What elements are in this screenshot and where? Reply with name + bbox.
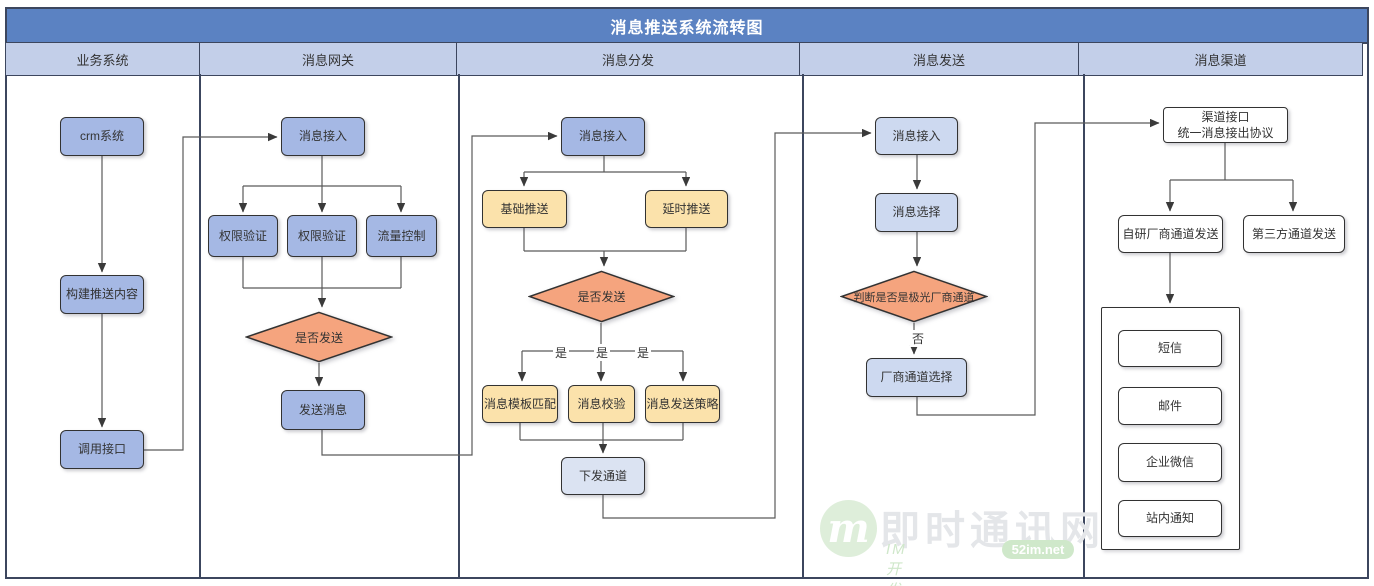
lane-header-message-gateway[interactable]: 消息网关 xyxy=(198,42,458,76)
node-distribution-message-access[interactable]: 消息接入 xyxy=(561,117,645,156)
node-dispatch-channel[interactable]: 下发通道 xyxy=(561,457,645,495)
node-label: 站内通知 xyxy=(1145,511,1194,526)
node-message-select[interactable]: 消息选择 xyxy=(875,193,958,232)
node-flow-control[interactable]: 流量控制 xyxy=(366,215,437,257)
node-label: 权限验证 xyxy=(297,228,346,243)
node-label: 消息接入 xyxy=(298,129,347,144)
node-label: 是否发送 xyxy=(577,290,626,304)
watermark-logo-icon: m xyxy=(820,500,877,557)
node-label: 判断是否是极光厂商通道 xyxy=(853,291,975,304)
node-label: 渠道接口 xyxy=(1201,109,1250,124)
edge-label-yes: 是 xyxy=(553,344,570,361)
node-label: 基础推送 xyxy=(500,201,549,216)
node-label: 自研厂商通道发送 xyxy=(1122,226,1219,241)
node-label: 构建推送内容 xyxy=(65,287,138,302)
node-permission-check-1[interactable]: 权限验证 xyxy=(208,215,278,257)
node-build-push-content[interactable]: 构建推送内容 xyxy=(60,275,144,314)
node-label: 消息校验 xyxy=(577,396,626,411)
node-sending-message-access[interactable]: 消息接入 xyxy=(875,117,958,155)
lane-header-message-sending[interactable]: 消息发送 xyxy=(798,42,1080,76)
node-label: 消息模板匹配 xyxy=(483,396,556,411)
node-label: 是否发送 xyxy=(294,330,343,345)
node-label: 邮件 xyxy=(1157,398,1182,413)
lane-divider xyxy=(1083,74,1085,579)
node-delayed-push[interactable]: 延时推送 xyxy=(645,190,728,228)
node-vendor-channel-select[interactable]: 厂商通道选择 xyxy=(866,358,967,397)
lane-header-message-channel[interactable]: 消息渠道 xyxy=(1078,42,1363,76)
node-label: 延时推送 xyxy=(662,201,711,216)
node-label: 第三方通道发送 xyxy=(1251,226,1336,241)
node-channel-api[interactable]: 渠道接口 统一消息接出协议 xyxy=(1163,107,1288,143)
node-label: 统一消息接出协议 xyxy=(1177,126,1274,140)
lane-divider xyxy=(458,74,460,579)
node-label: crm系统 xyxy=(80,129,124,144)
edge-label-no: 否 xyxy=(910,330,927,347)
watermark-badge: 52im.net xyxy=(1002,540,1074,559)
node-crm-system[interactable]: crm系统 xyxy=(60,117,144,156)
node-label: 发送消息 xyxy=(298,402,347,417)
node-send-message[interactable]: 发送消息 xyxy=(281,390,365,430)
node-email[interactable]: 邮件 xyxy=(1118,387,1222,425)
node-message-check[interactable]: 消息校验 xyxy=(568,385,635,423)
lane-divider xyxy=(199,74,201,579)
edge-label-yes: 是 xyxy=(635,344,652,361)
lane-divider xyxy=(802,74,804,579)
lane-header-row: 业务系统 消息网关 消息分发 消息发送 消息渠道 xyxy=(5,42,1369,76)
node-self-vendor-channel-send[interactable]: 自研厂商通道发送 xyxy=(1118,215,1223,253)
node-basic-push[interactable]: 基础推送 xyxy=(482,190,567,228)
lane-header-business-system[interactable]: 业务系统 xyxy=(5,42,200,76)
node-label: 下发通道 xyxy=(578,468,627,483)
node-call-api[interactable]: 调用接口 xyxy=(60,430,144,469)
node-site-notice[interactable]: 站内通知 xyxy=(1118,500,1222,537)
decision-distribution-send[interactable]: 是否发送 xyxy=(528,270,675,323)
node-label: 权限验证 xyxy=(218,228,267,243)
watermark-subtitle: IM开发者社区 xyxy=(886,541,907,586)
node-label: 厂商通道选择 xyxy=(880,370,953,385)
edge-label-yes: 是 xyxy=(594,344,611,361)
decision-jiguang-vendor-channel[interactable]: 判断是否是极光厂商通道 xyxy=(840,270,988,323)
node-label: 消息发送策略 xyxy=(646,396,719,411)
node-label: 消息选择 xyxy=(892,205,941,220)
node-wecom[interactable]: 企业微信 xyxy=(1118,443,1222,482)
node-label: 调用接口 xyxy=(77,442,126,457)
node-label: 消息接入 xyxy=(578,129,627,144)
node-send-strategy[interactable]: 消息发送策略 xyxy=(645,385,720,423)
node-label: 流量控制 xyxy=(377,228,426,243)
node-template-match[interactable]: 消息模板匹配 xyxy=(482,385,558,423)
node-label: 消息接入 xyxy=(892,128,941,143)
node-sms[interactable]: 短信 xyxy=(1118,330,1222,367)
node-permission-check-2[interactable]: 权限验证 xyxy=(287,215,357,257)
node-third-party-channel-send[interactable]: 第三方通道发送 xyxy=(1243,215,1345,253)
decision-gateway-send[interactable]: 是否发送 xyxy=(245,311,393,363)
node-label: 企业微信 xyxy=(1145,455,1194,470)
node-gateway-message-access[interactable]: 消息接入 xyxy=(281,117,365,156)
node-label: 短信 xyxy=(1157,341,1182,356)
